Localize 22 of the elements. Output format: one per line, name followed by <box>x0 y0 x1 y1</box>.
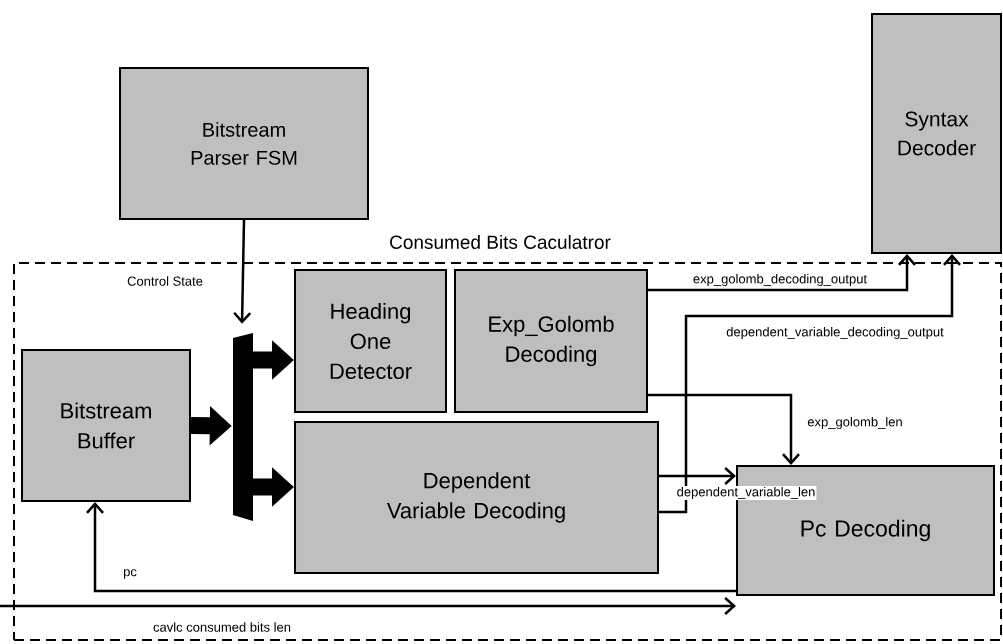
edge-label: cavlc consumed bits len <box>152 621 292 633</box>
process-box: Bitstream Buffer <box>21 349 191 502</box>
arrow <box>86 502 736 593</box>
process-box: Exp_Golomb Decoding <box>454 269 648 413</box>
group-title: Consumed Bits Caculatror <box>390 235 611 249</box>
arrow <box>233 219 252 324</box>
process-box: Dependent Variable Decoding <box>294 421 659 574</box>
process-box: Syntax Decoder <box>871 13 1002 254</box>
edge-label: exp_golomb_decoding_output <box>691 272 869 288</box>
edge-label: pc <box>122 568 138 580</box>
arrow <box>659 254 961 514</box>
arrow <box>659 467 736 485</box>
arrow <box>648 393 800 465</box>
edge-label: exp_golomb_len <box>806 415 904 431</box>
process-box: Heading One Detector <box>294 269 447 413</box>
arrow <box>0 597 736 615</box>
process-box: Bitstream Parser FSM <box>119 67 369 220</box>
edge-label: Control State <box>126 275 204 287</box>
arrow <box>648 254 916 292</box>
edge-label: dependent_variable_len <box>675 485 817 501</box>
multiplexer-shape <box>233 333 253 521</box>
edge-label: dependent_variable_decoding_output <box>725 325 945 341</box>
